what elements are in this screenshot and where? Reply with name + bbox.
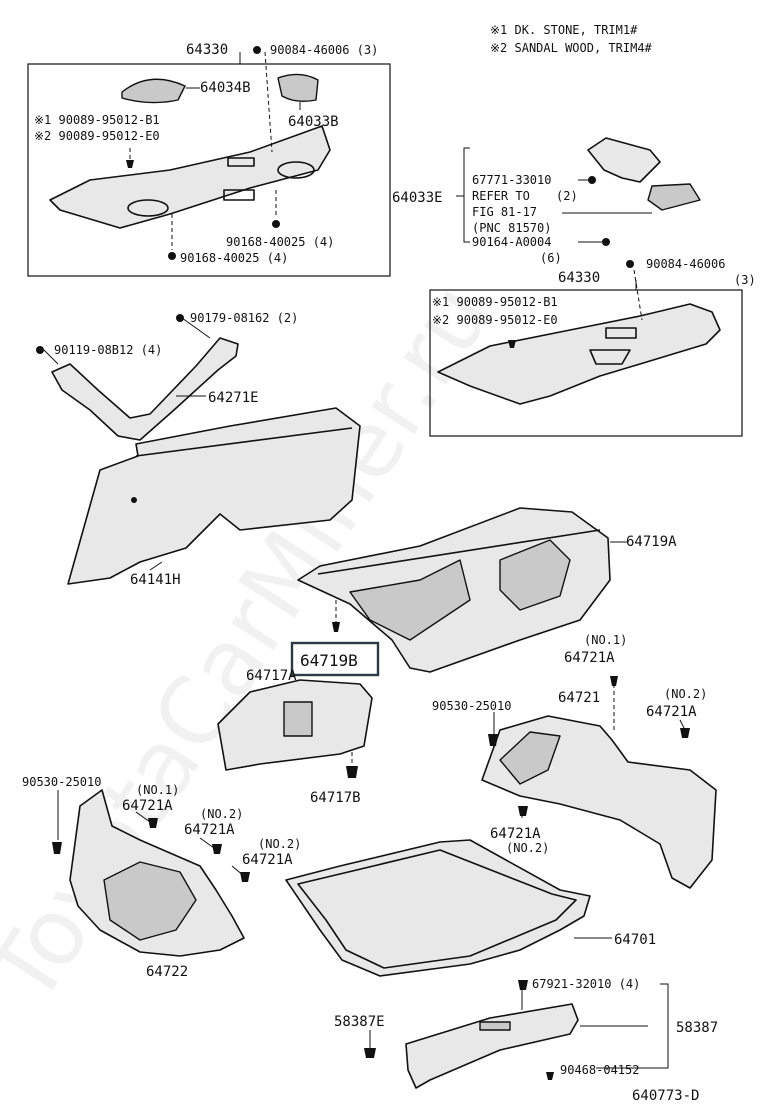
label-90530-25010-a: 90530-25010: [432, 699, 511, 713]
trunk-lid-liner: [297, 507, 628, 673]
label-no1-a: (NO.1): [584, 633, 627, 647]
label-refer-qty: (2): [556, 189, 578, 203]
label-64717B: 64717B: [310, 790, 361, 806]
label-64701: 64701: [614, 932, 656, 948]
label-90530-25010-b: 90530-25010: [22, 775, 101, 789]
label-64722: 64722: [146, 964, 188, 980]
highlight-box-64719B: [290, 641, 380, 677]
label-90089-b1-a: ※1 90089-95012-B1: [34, 113, 160, 127]
tray-box-right: [429, 289, 743, 437]
label-90084-qty: (3): [734, 273, 756, 287]
tray-box-left: [27, 63, 391, 277]
hinge-brace-64271E: [51, 337, 239, 441]
label-90119-08b12: 90119-08B12 (4): [54, 343, 162, 357]
label-90089-b1-b: ※1 90089-95012-B1: [432, 295, 558, 309]
side-panel: [67, 407, 361, 585]
hinge-brace: [36, 314, 239, 441]
note-2: ※2 SANDAL WOOD, TRIM4#: [490, 41, 653, 55]
right-quarter-trim: [481, 676, 717, 889]
trunk-mat: [285, 839, 612, 977]
label-64719B: 64719B: [300, 651, 358, 670]
label-no2-b: (NO.2): [506, 841, 549, 855]
label-90168-40025-a: 90168-40025 (4): [226, 235, 334, 249]
label-64721A-c: 64721A: [490, 826, 541, 842]
label-64721A-b: 64721A: [646, 704, 697, 720]
label-90084-46006-a: 90084-46006 (3): [270, 43, 378, 57]
stop-lamp-cover: [587, 137, 661, 183]
label-64141H: 64141H: [130, 572, 181, 588]
lid-panel: [217, 679, 373, 778]
label-64721A-d: 64721A: [122, 798, 173, 814]
label-90084-46006-b: 90084-46006: [646, 257, 725, 271]
mat-64701: [285, 839, 591, 977]
label-64721A-f: 64721A: [242, 852, 293, 868]
label-64033B: 64033B: [288, 114, 339, 130]
label-90089-e0-a: ※2 90089-95012-E0: [34, 129, 160, 143]
trim-64721: [481, 715, 717, 889]
label-90168-40025-b: 90168-40025 (4): [180, 251, 288, 265]
label-no2-c: (NO.2): [200, 807, 243, 821]
label-90468-04152: 90468-04152: [560, 1063, 639, 1077]
label-no2-d: (NO.2): [258, 837, 301, 851]
label-64330-b: 64330: [558, 270, 600, 286]
label-64034B: 64034B: [200, 80, 251, 96]
sill-plate: [364, 980, 669, 1089]
label-no2-a: (NO.2): [664, 687, 707, 701]
label-64717A: 64717A: [246, 668, 297, 684]
left-quarter-trim: [52, 789, 250, 957]
label-67921-32010: 67921-32010 (4): [532, 977, 640, 991]
label-67771-33010: 67771-33010: [472, 173, 551, 187]
label-64271E: 64271E: [208, 390, 259, 406]
label-64330-a: 64330: [186, 42, 228, 58]
label-64033E: 64033E: [392, 190, 443, 206]
label-64719A: 64719A: [626, 534, 677, 550]
speaker-grille-64033B: [277, 73, 319, 103]
label-64721: 64721: [558, 690, 600, 706]
tray-assembly-right: [429, 260, 743, 437]
tray-assembly-left: [27, 46, 391, 277]
label-pnc-81570: (PNC 81570): [472, 221, 551, 235]
label-64721A-e: 64721A: [184, 822, 235, 838]
package-tray-right: [437, 303, 721, 405]
label-90089-e0-b: ※2 90089-95012-E0: [432, 313, 558, 327]
label-64721A-a: 64721A: [564, 650, 615, 666]
panel-64141H: [67, 407, 361, 585]
label-refer-to: REFER TO: [472, 189, 530, 203]
label-90164-qty: (6): [540, 251, 562, 265]
stop-lamp: [647, 183, 701, 211]
label-58387: 58387: [676, 1020, 718, 1036]
label-no1-b: (NO.1): [136, 783, 179, 797]
label-58387E: 58387E: [334, 1014, 385, 1030]
plate-58387: [405, 1003, 579, 1089]
speaker-grille-64034B: [121, 78, 186, 104]
label-fig-81-17: FIG 81-17: [472, 205, 537, 219]
label-90179-08162: 90179-08162 (2): [190, 311, 298, 325]
diagram-id: 640773-D: [632, 1088, 699, 1104]
package-tray-left: [49, 125, 331, 229]
note-1: ※1 DK. STONE, TRIM1#: [490, 23, 638, 37]
stop-lamp-cover-group: [456, 137, 701, 246]
label-90164-a0004: 90164-A0004: [472, 235, 551, 249]
